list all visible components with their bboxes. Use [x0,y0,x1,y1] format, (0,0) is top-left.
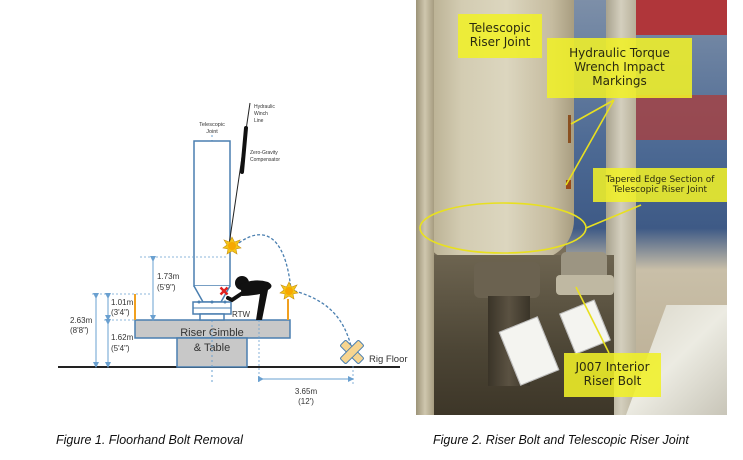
impact-star-icon [279,281,299,300]
callout-telescopic-riser-joint: Telescopic Riser Joint [458,14,542,58]
callout-pointer [570,99,615,125]
winch-label-1: Hydraulic [254,104,275,110]
dim-1-73-ft: (5'9") [157,283,176,292]
figure-1-diagram: Riser Gimble & Table RTW Telescopic Join… [58,102,408,406]
callout-pointer [575,286,610,354]
callout-tapered-edge-text: Tapered Edge Section of Telescopic Riser… [605,174,715,195]
callout-pointer [565,99,615,186]
winch-label-2: Winch [254,111,268,117]
dim-1-01-ft: (3'4") [111,308,130,317]
left-pipe [416,0,434,415]
hazard-x-icon [219,286,229,296]
callout-impact-markings: Hydraulic Torque Wrench Impact Markings [547,38,692,98]
bolt-head [223,300,227,304]
callout-impact-markings-text: Hydraulic Torque Wrench Impact Markings [569,46,670,88]
telescopic-joint-body [193,140,231,287]
annotation-overlay [419,99,642,354]
compensator-label-2: Compensator [250,157,280,163]
tapered-edge-ellipse [419,202,587,254]
dim-2-63-ft: (8'8") [70,326,89,335]
riser-table-base [176,337,248,368]
bolt-head [210,300,214,304]
floorhand-bolt-removal-schematic: Riser Gimble & Table RTW Telescopic Join… [58,102,408,406]
background-red-equipment [636,0,727,35]
callout-telescopic-riser-joint-text: Telescopic Riser Joint [469,21,531,49]
rtw-label: RTW [232,310,251,319]
gimble-label-2: & Table [194,342,231,354]
dim-3-65-ft: (12') [298,397,314,406]
dim-1-62-m: 1.62m [111,333,134,342]
riser-bolt-nut [474,262,540,298]
callout-pointer [585,204,642,229]
figure-2-photo: Telescopic Riser Joint Hydraulic Torque … [416,0,727,415]
landing-x-icon [340,340,364,364]
figure-1-caption: Figure 1. Floorhand Bolt Removal [56,433,243,447]
impact-star-icon [222,236,242,255]
telescopic-joint-label-1: Telescopic [199,122,225,128]
dim-1-73-m: 1.73m [157,272,180,281]
hydraulic-winch-line [228,102,251,246]
dim-3-65-m: 3.65m [295,387,318,396]
zero-gravity-compensator [240,126,248,174]
telescopic-joint-taper [193,285,231,303]
riser-bolt-collar [556,275,614,295]
floorhand-worker-icon [226,276,272,320]
callout-interior-riser-bolt: J007 Interior Riser Bolt [564,353,661,397]
dim-1-62-ft: (5'4") [111,344,130,353]
impact-marking [566,180,571,189]
dim-1-01-m: 1.01m [111,298,134,307]
background-red-machinery [636,95,727,140]
compensator-label-1: Zero-Gravity [250,150,278,156]
telescopic-joint-label-2: Joint [206,129,218,135]
dim-2-63-m: 2.63m [70,316,93,325]
callout-interior-riser-bolt-text: J007 Interior Riser Bolt [575,360,650,388]
winch-label-3: Line [254,118,264,124]
callout-tapered-edge: Tapered Edge Section of Telescopic Riser… [593,168,727,202]
riser-neck [199,313,225,321]
gimble-label-1: Riser Gimble [180,327,244,339]
impact-marking [568,115,571,143]
rig-floor-label: Rig Floor [369,354,408,365]
figure-2-caption: Figure 2. Riser Bolt and Telescopic Rise… [433,433,689,447]
bolt-head [197,300,201,304]
